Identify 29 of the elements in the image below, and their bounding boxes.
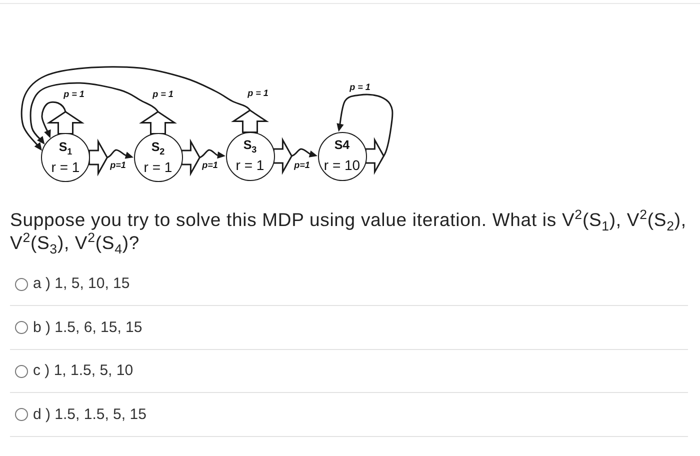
transition-arrow [272, 137, 318, 175]
probability-label: p = 1 [152, 89, 174, 99]
transition-arrow [88, 138, 134, 176]
probability-label: p=1 [201, 160, 219, 170]
probability-label: p = 1 [62, 89, 86, 99]
probability-label: p = 1 [348, 82, 372, 92]
reward-label: r = 1 [144, 160, 172, 174]
transition-arrow [180, 138, 226, 176]
answer-option: a ) 1, 5, 10, 15 [33, 275, 130, 293]
reward-label: r = 10 [324, 158, 360, 173]
transition-arrow [336, 94, 394, 175]
reward-label: r = 1 [51, 160, 80, 174]
state-name: S$_{2}$ [151, 140, 165, 154]
state-circle [134, 133, 182, 182]
probability-label: p=1 [109, 160, 127, 170]
transition-arrow [30, 82, 177, 145]
answer-option: c ) 1, 1.5, 5, 10 [33, 362, 134, 380]
transition-arrow [20, 66, 269, 151]
state-circle [41, 133, 90, 182]
answer-option: d ) 1.5, 1.5, 5, 15 [33, 406, 146, 424]
state-name: S$_{3}$ [243, 139, 257, 152]
state-name: S$_{1}$ [58, 140, 72, 154]
answer-option: b ) 1.5, 6, 15, 15 [33, 318, 142, 336]
probability-label: p=1 [293, 160, 311, 170]
question-text: Suppose you try to solve this MDP using value iteration. What is V$^{2}$(S$_{1}$), V$^{2}$(S$_{2}$), V$^{2}$(S$_{3}$), V$^{2}$(S$_{4}$)? [10, 208, 688, 254]
state-name: S4 [334, 139, 350, 152]
reward-label: r = 1 [236, 158, 264, 173]
transition-arrow [41, 101, 84, 138]
probability-label: p = 1 [246, 88, 270, 98]
